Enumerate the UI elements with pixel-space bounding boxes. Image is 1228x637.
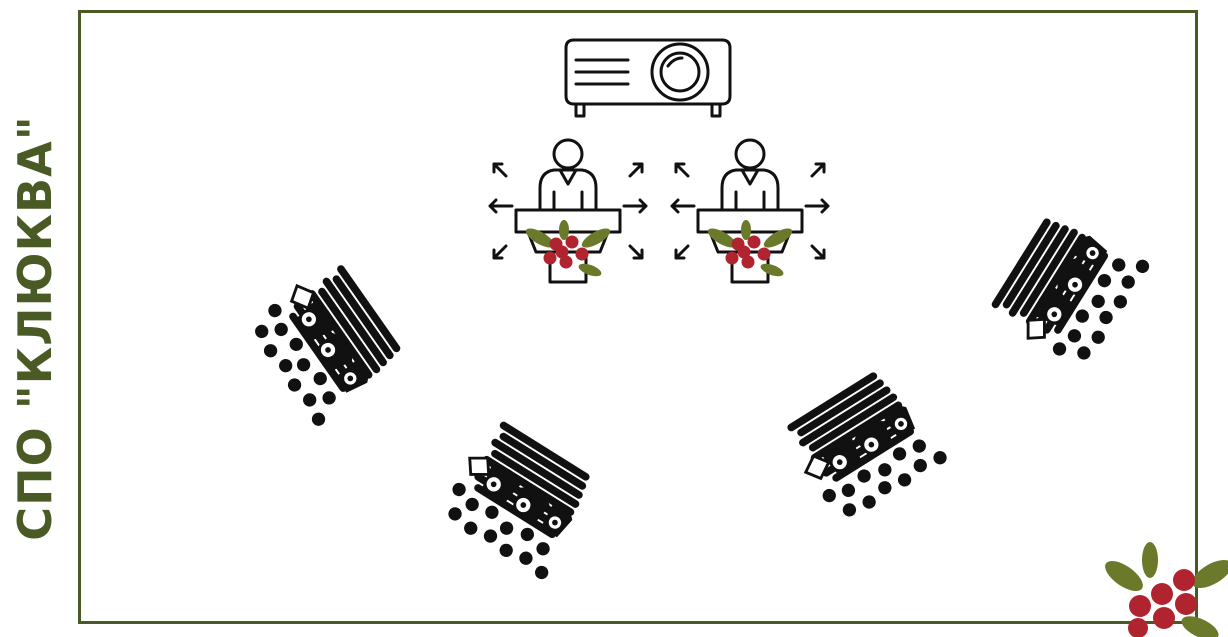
audience-group-icon: [986, 203, 1151, 373]
audience-group-icon: [435, 416, 605, 581]
audience-group-icon: [780, 362, 950, 527]
audience-group-icon: [243, 258, 411, 429]
speaker-at-podium-icon: [672, 140, 828, 282]
cranberry-logo-icon: [1100, 542, 1228, 637]
projector-icon: [566, 40, 730, 116]
speaker-at-podium-icon: [490, 140, 646, 282]
